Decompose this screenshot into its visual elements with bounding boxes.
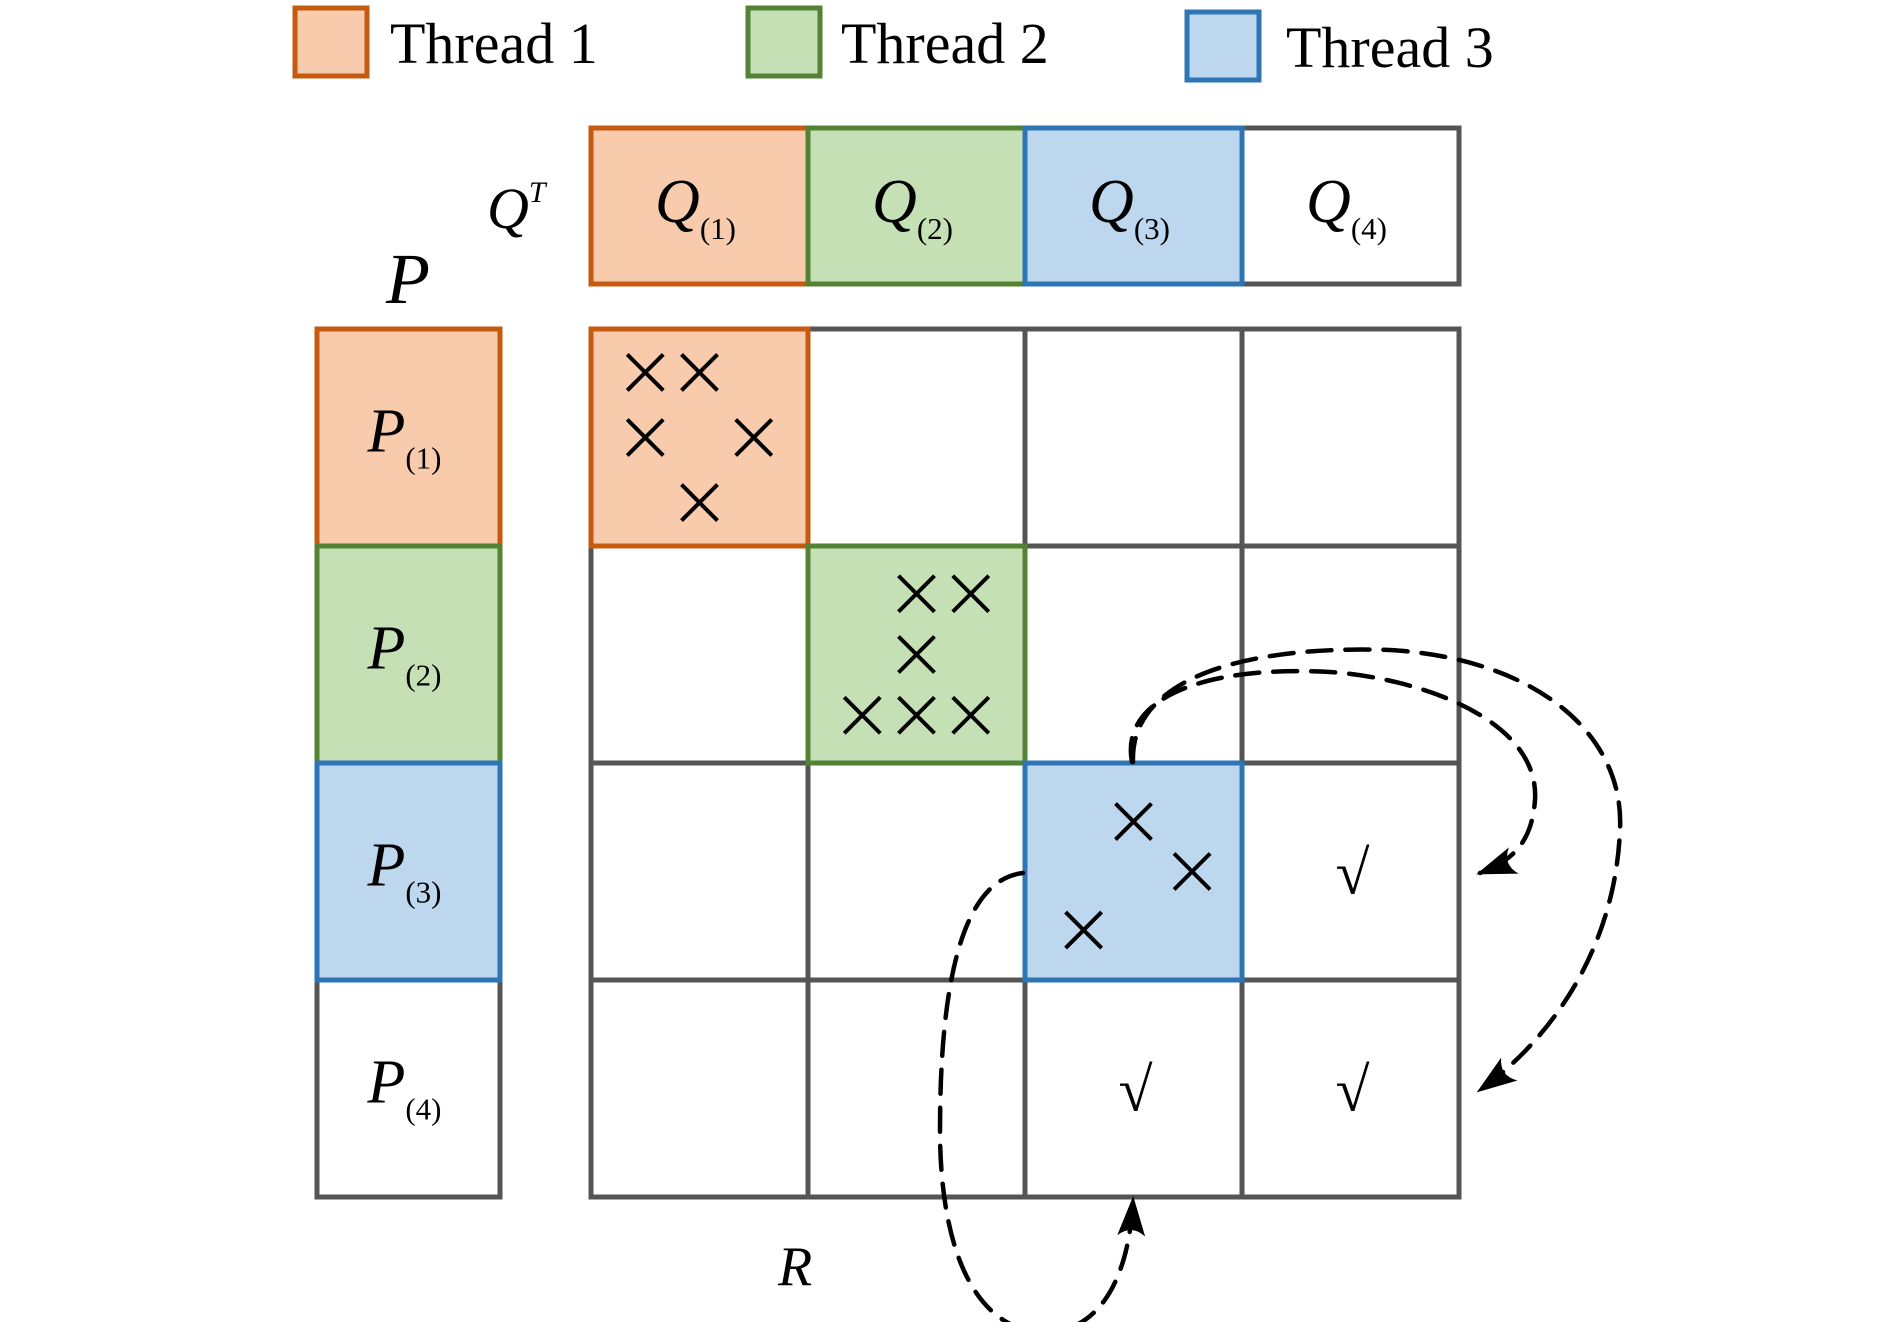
r-label: R [777, 1236, 812, 1298]
q-transpose-row: Q(1)Q(2)Q(3)Q(4) [588, 125, 1462, 287]
legend-swatch-thread-1 [292, 5, 370, 79]
p-block-3-label-base: P [366, 832, 405, 900]
nonzero-cross-mark [734, 418, 774, 457]
r-matrix: √ √ √ [588, 326, 1462, 1200]
q-block-2-label-subscript: (2) [917, 211, 953, 246]
nonzero-cross-mark [680, 352, 719, 392]
nonzero-cross-mark [951, 695, 991, 735]
nonzero-cross-mark [625, 352, 665, 392]
p-block-4 [314, 977, 503, 1200]
legend: Thread 1 Thread 2 Thread 3 [292, 5, 1494, 83]
nonzero-cross-mark [897, 695, 936, 735]
r-block-1-1 [588, 326, 811, 549]
p-block-4-label-base: P [366, 1049, 405, 1117]
nonzero-cross-mark [842, 695, 882, 735]
nonzero-cross-mark [897, 574, 936, 614]
q-block-3 [1022, 125, 1245, 287]
p-block-2-label-subscript: (2) [405, 658, 441, 693]
r-block-3-2 [805, 760, 1028, 983]
arrow-to-block-3-4 [1128, 668, 1538, 876]
nonzero-cross-mark [680, 483, 719, 523]
legend-label-thread-3: Thread 3 [1286, 15, 1494, 80]
nonzero-cross-mark [1172, 852, 1212, 891]
r-block-3-3 [1022, 760, 1245, 983]
check-mark: √ [1335, 1057, 1369, 1125]
r-block-3-4 [1239, 760, 1462, 983]
p-block-1-label: P(1) [366, 398, 441, 476]
r-block-4-2 [805, 977, 1028, 1200]
nonzero-cross-mark [951, 574, 991, 614]
q-block-4-label: Q(4) [1306, 168, 1387, 246]
q-block-1 [588, 125, 811, 287]
p-block-1-label-subscript: (1) [405, 441, 441, 476]
q-transpose-base: Q [487, 176, 529, 241]
p-block-1 [314, 326, 503, 549]
p-label: P [385, 239, 430, 319]
legend-item-thread-3: Thread 3 [1184, 9, 1494, 83]
q-block-4-label-subscript: (4) [1351, 211, 1387, 246]
p-block-2 [314, 543, 503, 766]
nonzero-cross-mark [625, 418, 665, 457]
p-block-4-label-subscript: (4) [405, 1092, 441, 1127]
p-block-4-label: P(4) [366, 1049, 441, 1127]
r-block-1-4 [1239, 326, 1462, 549]
r-block-4-4 [1239, 977, 1462, 1200]
q-block-1-label: Q(1) [655, 168, 736, 246]
r-block-2-1 [588, 543, 811, 766]
p-block-1-label-base: P [366, 398, 405, 466]
check-mark: √ [1118, 1057, 1152, 1125]
q-transpose-sup: T [529, 176, 548, 209]
p-block-3-label-subscript: (3) [405, 875, 441, 910]
r-block-2-3 [1022, 543, 1245, 766]
q-block-2-label-base: Q [872, 168, 917, 236]
q-block-4-label-base: Q [1306, 168, 1351, 236]
r-block-1-2 [805, 326, 1028, 549]
nonzero-cross-mark [897, 635, 936, 674]
q-transpose-label: QT [487, 176, 548, 241]
nonzero-cross-mark [1114, 802, 1153, 842]
check-mark: √ [1335, 840, 1369, 908]
legend-swatch-thread-2 [745, 5, 823, 79]
r-block-4-3 [1022, 977, 1245, 1200]
p-block-2-label-base: P [366, 615, 405, 683]
legend-swatch-thread-3 [1184, 9, 1262, 83]
arrow-to-block-4-3 [937, 870, 1146, 1322]
q-block-3-label: Q(3) [1089, 168, 1170, 246]
q-block-2-label: Q(2) [872, 168, 953, 246]
legend-label-thread-1: Thread 1 [390, 11, 598, 76]
nonzero-cross-mark [1064, 910, 1104, 950]
q-block-1-label-base: Q [655, 168, 700, 236]
q-block-3-label-subscript: (3) [1134, 211, 1170, 246]
r-block-3-1 [588, 760, 811, 983]
p-block-3-label: P(3) [366, 832, 441, 910]
r-block-4-1 [588, 977, 811, 1200]
p-block-2-label: P(2) [366, 615, 441, 693]
q-block-2 [805, 125, 1028, 287]
q-block-1-label-subscript: (1) [700, 211, 736, 246]
arrow-to-block-4-4 [1130, 647, 1623, 1093]
q-block-3-label-base: Q [1089, 168, 1134, 236]
p-column: P(1)P(2)P(3)P(4) [314, 326, 503, 1200]
p-block-3 [314, 760, 503, 983]
r-block-1-3 [1022, 326, 1245, 549]
legend-item-thread-1: Thread 1 [292, 5, 598, 79]
dependency-arrows [937, 647, 1623, 1322]
legend-label-thread-2: Thread 2 [841, 11, 1049, 76]
legend-item-thread-2: Thread 2 [745, 5, 1049, 79]
